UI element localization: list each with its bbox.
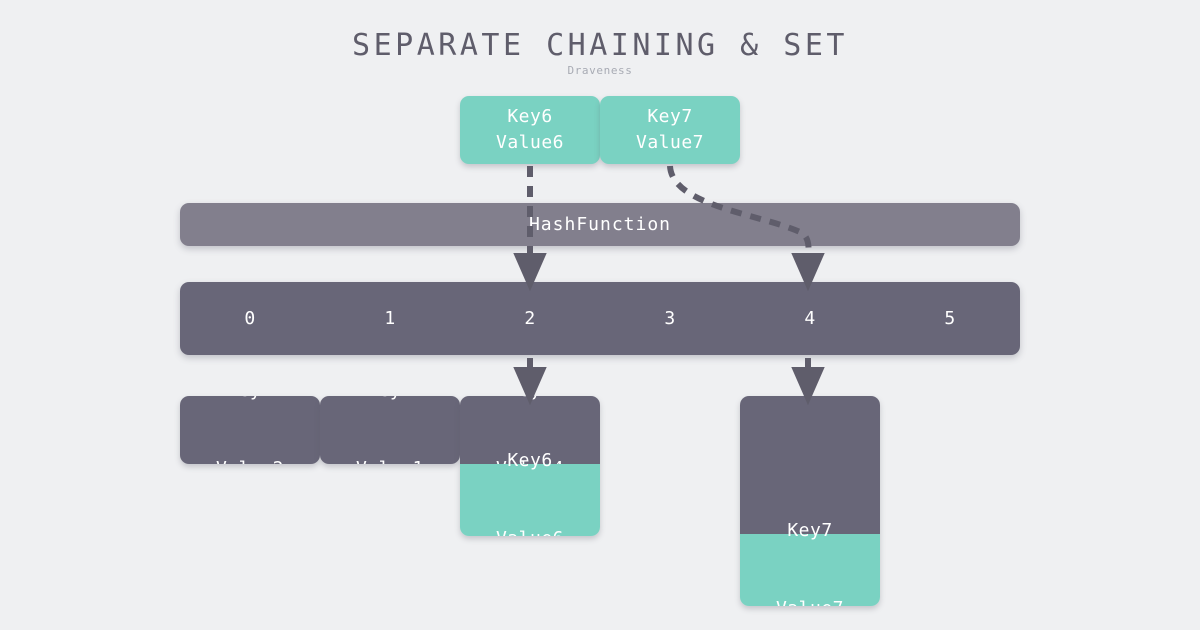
chain-entry-key2[interactable]: Key2 Value2 (180, 396, 320, 464)
chain-entry-key1[interactable]: Key1 Value1 (320, 396, 460, 464)
chain-entries-key3-key5[interactable]: Key3 Value3 Key5 Value5 (740, 396, 880, 553)
page-subtitle: Draveness (567, 64, 633, 77)
entry-key: Key1 (345, 396, 436, 404)
incoming-node-key: Key6 (507, 106, 553, 127)
incoming-node-key: Key7 (647, 106, 693, 127)
entry-value: Value7 (765, 596, 856, 606)
chain-bucket-4: Key3 Value3 Key5 Value5 Key7 Value7 (740, 396, 880, 606)
entry-value: Value3 (765, 396, 856, 400)
chain-bucket-2: Key4 Value4 Key6 Value6 (460, 396, 600, 536)
incoming-node-value: Value6 (495, 132, 565, 153)
entry-value: Value2 (205, 456, 296, 464)
entry-value: Value1 (345, 456, 436, 464)
entry-value: Value6 (485, 526, 576, 536)
bucket-array: 0 1 2 3 4 5 (180, 282, 1020, 355)
chain-bucket-0: Key2 Value2 (180, 396, 320, 464)
bucket-index-3[interactable]: 3 (664, 308, 676, 329)
entry-key: Key6 (507, 450, 553, 471)
incoming-node-key7[interactable]: Key7 Value7 (600, 96, 740, 164)
hash-function-bar: HashFunction (180, 203, 1020, 246)
entry-key: Key2 (205, 396, 296, 404)
entry-key: Key7 (787, 520, 833, 541)
bucket-index-2[interactable]: 2 (524, 308, 536, 329)
chain-entry-key6[interactable]: Key6 Value6 (460, 450, 600, 536)
bucket-index-5[interactable]: 5 (944, 308, 956, 329)
incoming-node-key6[interactable]: Key6 Value6 (460, 96, 600, 164)
page-title: SEPARATE CHAINING & SET (352, 28, 848, 63)
bucket-index-4[interactable]: 4 (804, 308, 816, 329)
incoming-node-value: Value7 (635, 132, 705, 153)
chain-bucket-1: Key1 Value1 (320, 396, 460, 464)
bucket-index-1[interactable]: 1 (384, 308, 396, 329)
chain-entry-key7[interactable]: Key7 Value7 (740, 520, 880, 606)
bucket-index-0[interactable]: 0 (244, 308, 256, 329)
hash-function-label: HashFunction (528, 214, 672, 235)
